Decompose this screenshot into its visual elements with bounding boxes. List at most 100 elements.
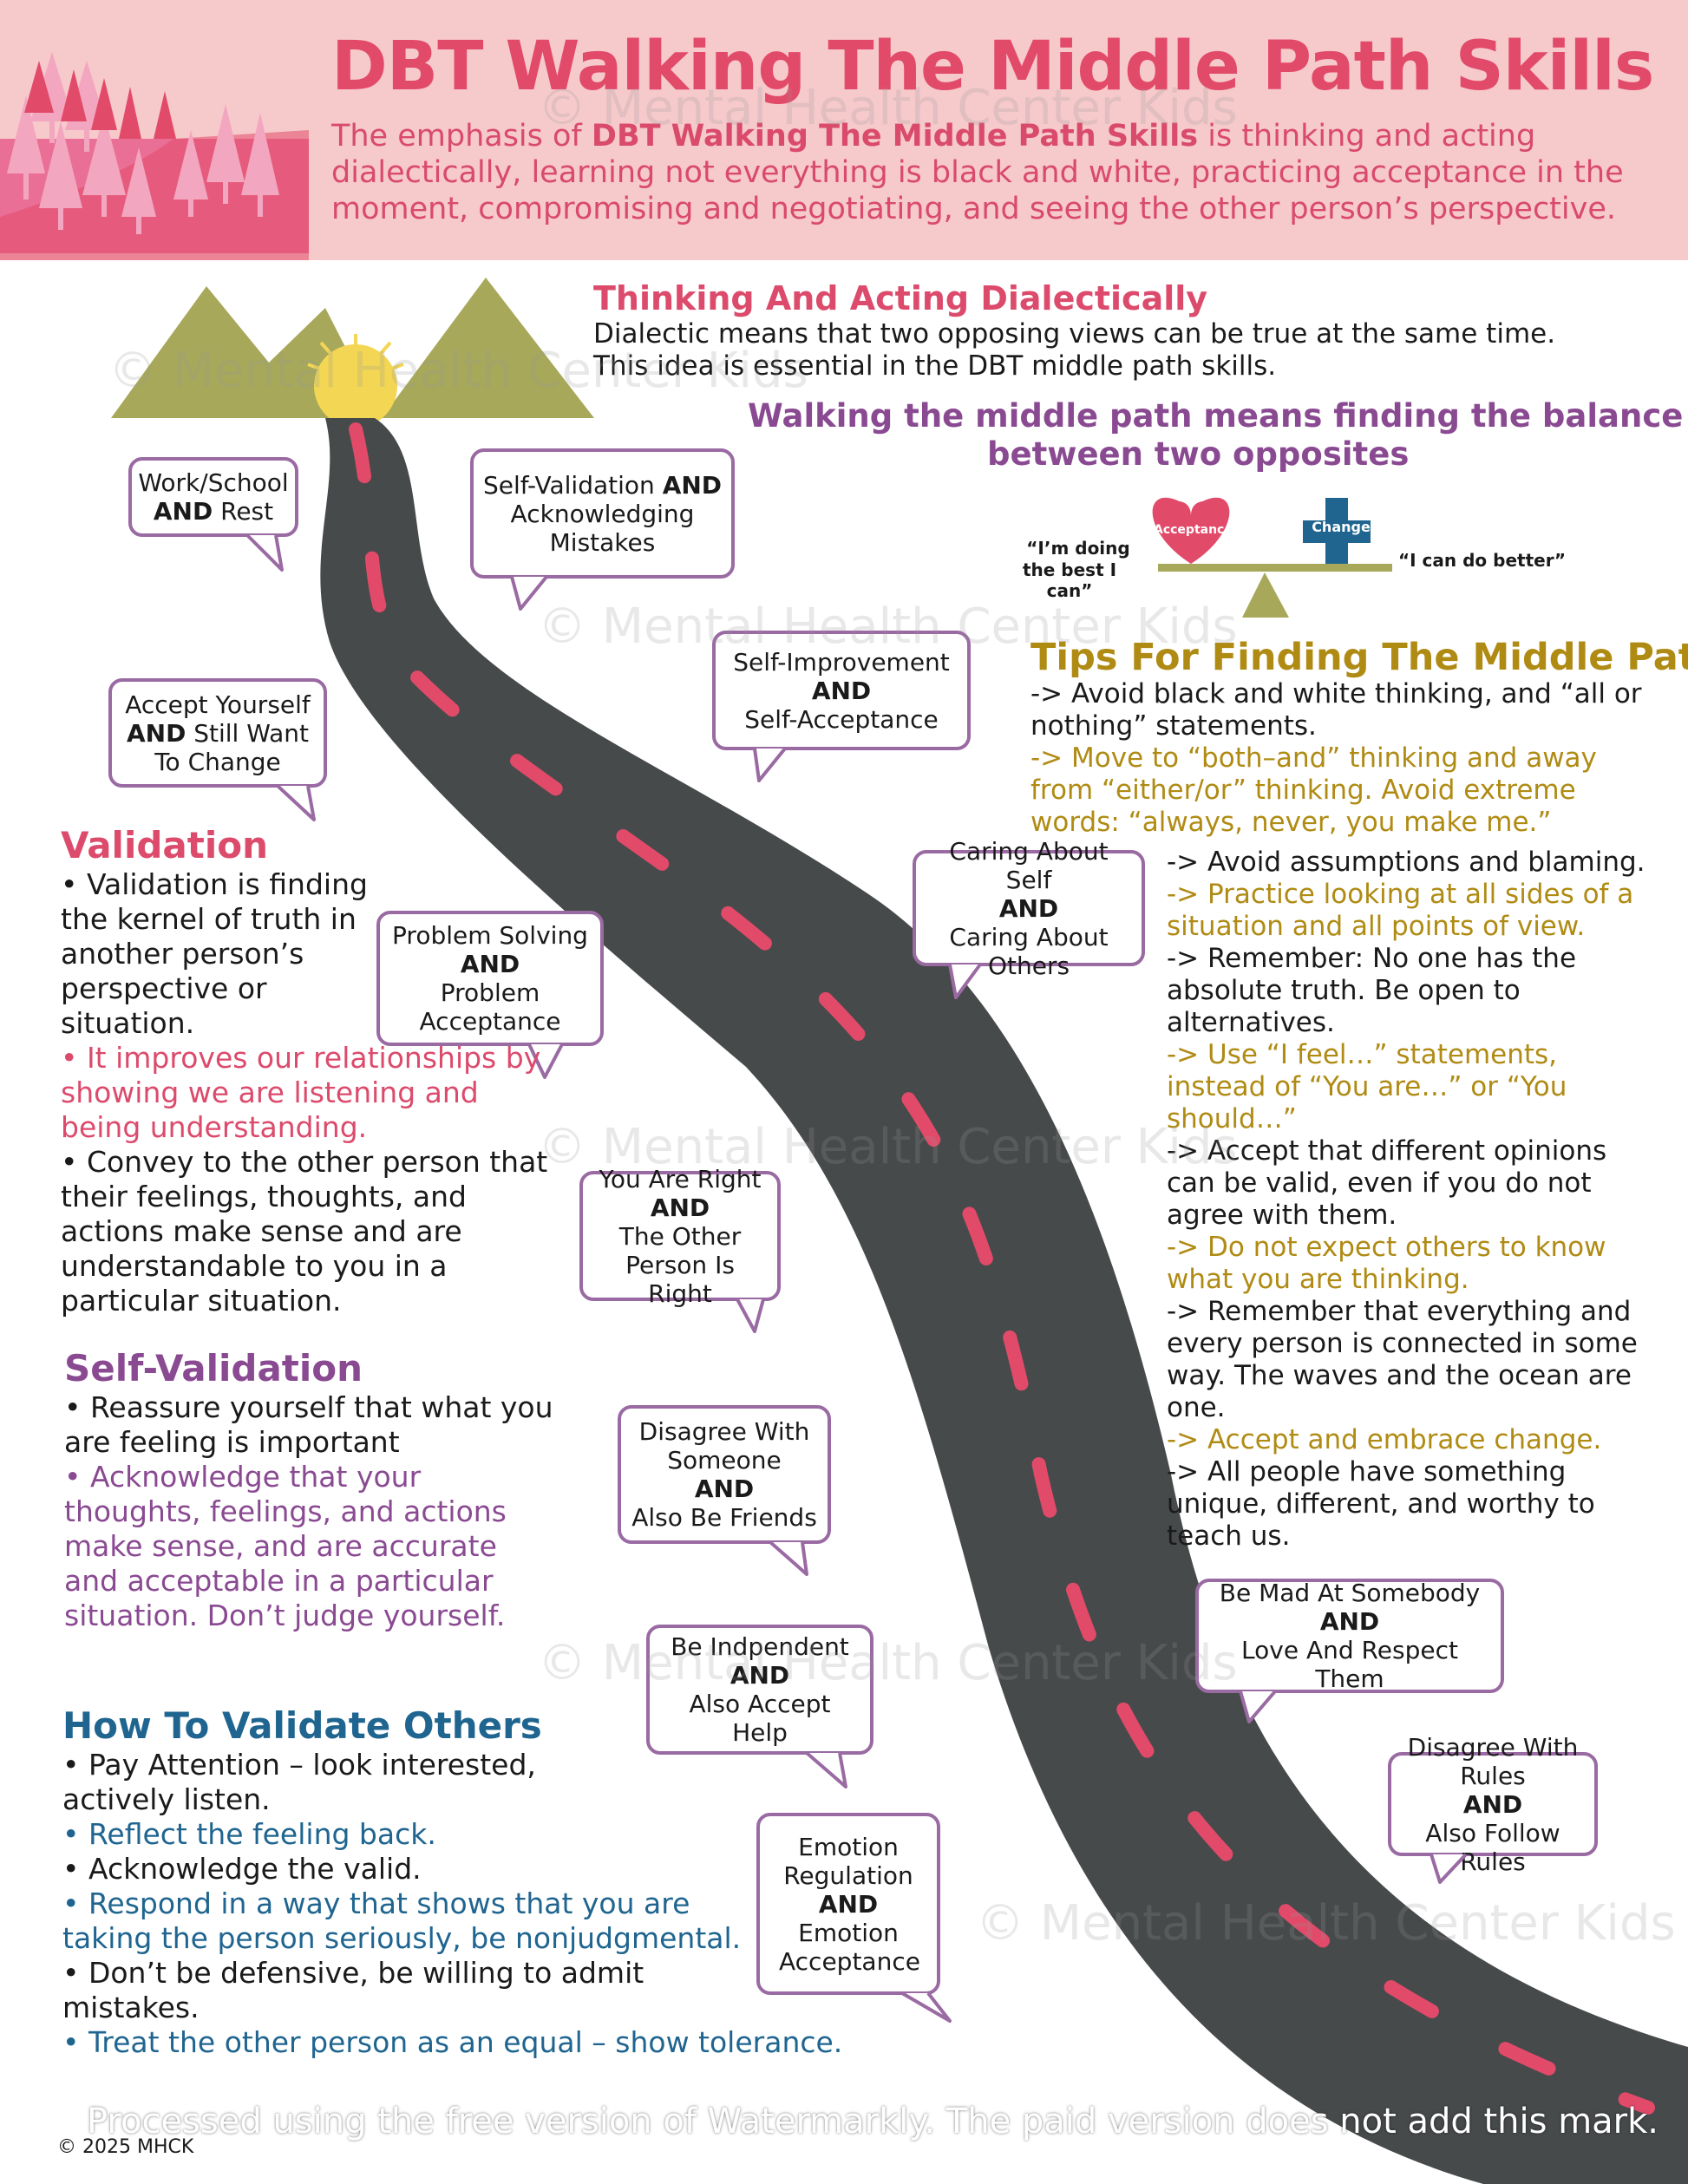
validation-p3: • Convey to the other person that their … — [61, 1145, 548, 1318]
balance-heading-2: between two opposites — [987, 435, 1410, 473]
bubble-pre: You Are Right — [599, 1164, 762, 1193]
dialectic-line-1: Dialectic means that two opposing views … — [593, 318, 1556, 350]
acceptance-label: Acceptance — [1154, 523, 1233, 537]
validate-others-heading: How To Validate Others — [62, 1704, 542, 1747]
bubble-post: Also Accept Help — [689, 1690, 831, 1747]
tip-item: -> Avoid black and white thinking, and “… — [1030, 678, 1642, 742]
balance-heading-1: Walking the middle path means finding th… — [748, 397, 1684, 435]
intro-bold: DBT Walking The Middle Path Skills — [591, 119, 1199, 154]
bubble-and: AND — [662, 470, 723, 500]
tip-item: -> Remember that everything and every pe… — [1167, 1296, 1638, 1423]
validate-item: • Treat the other person as an equal – s… — [62, 2025, 843, 2059]
bubble-post: Self-Acceptance — [744, 704, 939, 734]
tip-item: -> Accept that different opinions can be… — [1167, 1135, 1607, 1231]
bubble-and: AND — [811, 676, 872, 705]
self-validation-p1: • Reassure yourself that what you are fe… — [64, 1390, 553, 1459]
bubble-post: Also Be Friends — [631, 1503, 817, 1532]
validation-p2: • It improves our relationships by showi… — [61, 1041, 541, 1144]
validate-item: • Don’t be defensive, be willing to admi… — [62, 1956, 644, 2024]
bubble-pre: Be Indpendent — [671, 1632, 849, 1661]
bubble-post: Love And Respect Them — [1241, 1636, 1458, 1693]
bubble-post: Caring About Others — [949, 922, 1109, 980]
bubble-pre: Disagree With Rules — [1407, 1732, 1579, 1790]
bubble-pre: Self-Validation — [482, 470, 655, 500]
bubble-and: AND — [694, 1475, 755, 1503]
sun-icon — [307, 334, 404, 428]
bubble-post: The Other Person Is Right — [618, 1221, 742, 1308]
dialectic-heading: Thinking And Acting Dialectically — [593, 279, 1208, 317]
bubble-post: Still Want To Change — [154, 718, 310, 776]
validation-heading: Validation — [61, 824, 268, 866]
bubble-and: AND — [126, 718, 186, 748]
watermark: © Mental Health Center Kids — [108, 343, 808, 399]
intro-rest: is thinking and acting dialectically, le… — [331, 119, 1624, 226]
tip-item: -> Remember: No one has the absolute tru… — [1167, 943, 1577, 1038]
tip-item: -> Move to “both–and” thinking and away … — [1030, 742, 1597, 838]
bubble-pre: Problem Solving — [392, 921, 588, 950]
tips-heading: Tips For Finding The Middle Path — [1030, 636, 1688, 679]
tips-block-1: -> Avoid black and white thinking, and “… — [1030, 678, 1646, 839]
validation-text-2: • It improves our relationships by showi… — [61, 1041, 581, 1318]
tip-item: -> Avoid assumptions and blaming. — [1167, 847, 1645, 878]
bubble-pre: Caring About Self — [949, 836, 1109, 894]
bubble-post: Acknowledging Mistakes — [510, 499, 695, 557]
bubble-pre: Self-Improvement — [733, 647, 950, 677]
tip-item: -> Accept and embrace change. — [1167, 1424, 1602, 1455]
footer-note: Processed using the free version of Wate… — [87, 2102, 1659, 2141]
bubble-pre: Work/School — [138, 468, 289, 497]
bubble-and: AND — [1462, 1789, 1523, 1819]
bubble-and: AND — [730, 1661, 790, 1690]
watermark: © Mental Health Center Kids — [538, 1635, 1238, 1691]
copyright: © 2025 MHCK — [57, 2136, 194, 2158]
self-validation-text: • Reassure yourself that what you are fe… — [64, 1390, 585, 1633]
bubble-post: Also Follow Rules — [1425, 1818, 1560, 1876]
mountain-left — [111, 286, 382, 418]
bubble-pre: Emotion Regulation — [783, 1832, 913, 1890]
bubble-and: AND — [1319, 1607, 1380, 1636]
bubble-and: AND — [460, 950, 520, 978]
tip-item: -> Use “I feel…” statements, instead of … — [1167, 1039, 1567, 1135]
bubble-and: AND — [998, 893, 1059, 923]
self-validation-p2: • Acknowledge that your thoughts, feelin… — [64, 1460, 507, 1632]
bubble-pre: Be Mad At Somebody — [1219, 1579, 1481, 1607]
watermark: © Mental Health Center Kids — [976, 1895, 1676, 1952]
bubble-and: AND — [818, 1889, 879, 1919]
right-quote: “I can do better” — [1398, 550, 1567, 571]
page-title: DBT Walking The Middle Path Skills — [331, 28, 1654, 106]
change-label: Change — [1312, 519, 1371, 535]
tip-item: -> All people have something unique, dif… — [1167, 1456, 1595, 1552]
left-quote-1: “I’m doing — [1026, 538, 1130, 559]
road-dashes — [349, 422, 1655, 2115]
left-quote-2: the best I can” — [1022, 559, 1117, 601]
validation-text: • Validation is finding the kernel of tr… — [61, 867, 373, 1041]
mountain-right — [382, 278, 594, 418]
validate-item: • Reflect the feeling back. — [62, 1817, 436, 1851]
bubble-post: Emotion Acceptance — [779, 1918, 920, 1976]
bubble-pre: Accept Yourself — [125, 690, 311, 719]
bubble-pre: Disagree With Someone — [638, 1417, 810, 1475]
tip-item: -> Practice looking at all sides of a si… — [1167, 879, 1634, 942]
watermark: © Mental Health Center Kids — [538, 80, 1238, 136]
bubble-post: Problem Acceptance — [419, 978, 561, 1036]
validate-item: • Pay Attention – look interested, activ… — [62, 1748, 536, 1816]
bubble-and: AND — [650, 1193, 710, 1222]
validate-item: • Acknowledge the valid. — [62, 1852, 422, 1886]
tips-block-2: -> Avoid assumptions and blaming. -> Pra… — [1167, 847, 1652, 1553]
dialectic-line-2: This idea is essential in the DBT middle… — [593, 350, 1277, 382]
tip-item: -> Do not expect others to know what you… — [1167, 1232, 1606, 1295]
intro-prefix: The emphasis of — [331, 119, 592, 154]
bubble-post: Rest — [220, 497, 274, 526]
validate-item: • Respond in a way that shows that you a… — [62, 1886, 742, 1955]
